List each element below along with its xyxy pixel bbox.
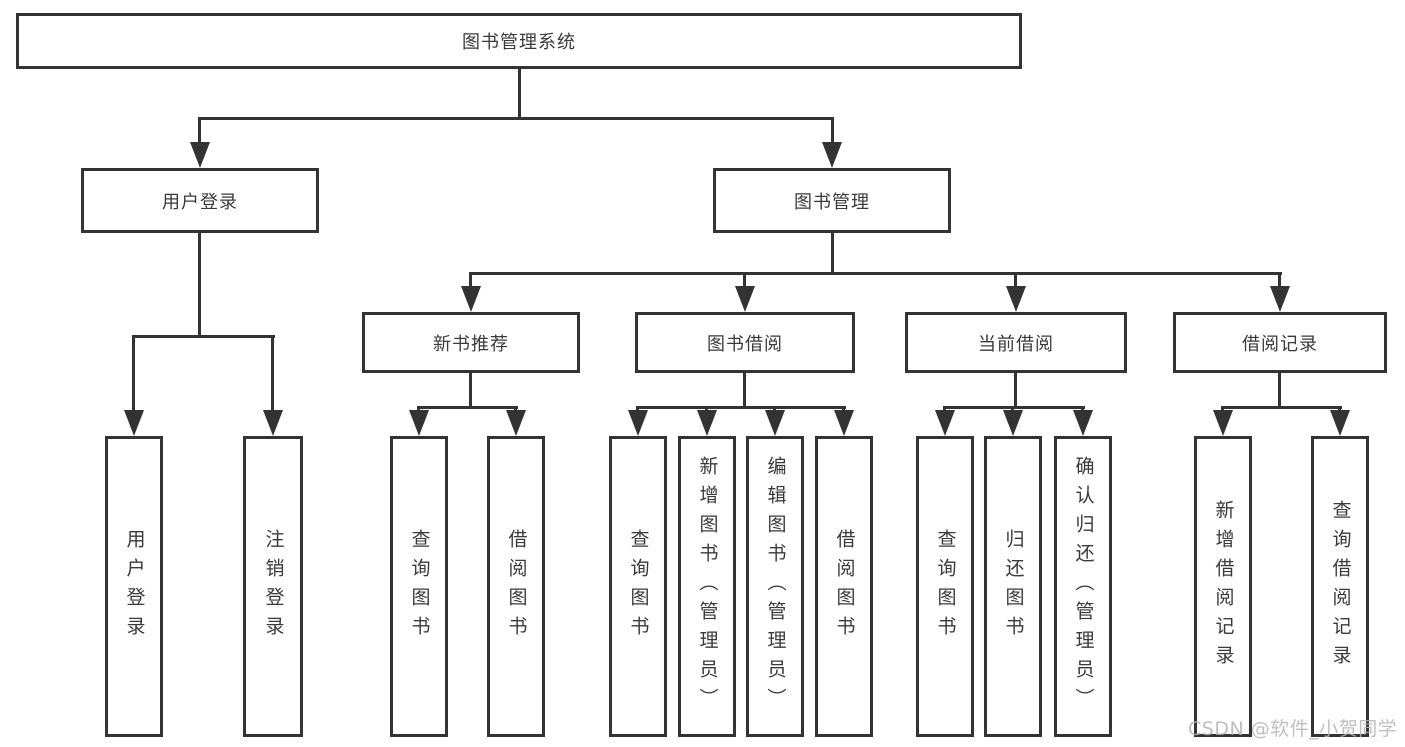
node-label: 查询借阅记录 [1329,499,1352,674]
connector-line [1278,272,1281,290]
connector-line [469,272,472,290]
leaf-current-query-book: 查询图书 [916,436,974,737]
arrowhead-down-icon [409,410,429,436]
arrowhead-down-icon [263,410,283,436]
arrowhead-down-icon [124,410,144,436]
arrowhead-down-icon [190,142,210,168]
leaf-borrowing-edit-book-admin: 编辑图书（管理员） [746,436,804,737]
connector-line [943,406,1085,409]
arrowhead-down-icon [1006,286,1026,312]
leaf-logout: 注销登录 [243,436,303,737]
arrowhead-down-icon [935,410,955,436]
arrowhead-down-icon [765,410,785,436]
connector-line [518,69,521,118]
node-library-management-system: 图书管理系统 [16,13,1022,69]
node-label: 注销登录 [262,528,285,645]
watermark: CSDN @软件_小贺同学 [1188,718,1398,740]
connector-line [1014,373,1017,408]
node-label: 编辑图书（管理员） [764,456,787,717]
connector-line [743,373,746,408]
node-label: 当前借阅 [978,333,1054,355]
arrowhead-down-icon [735,286,755,312]
arrowhead-down-icon [822,142,842,168]
node-label: 借阅图书 [505,528,528,645]
connector-line [132,335,135,415]
connector-line [1221,406,1342,409]
node-user-login: 用户登录 [81,168,319,233]
node-label: 图书管理 [794,191,870,213]
connector-line [1278,373,1281,408]
arrowhead-down-icon [1003,410,1023,436]
leaf-records-query-record: 查询借阅记录 [1311,436,1369,737]
arrowhead-down-icon [697,410,717,436]
connector-line [198,233,201,338]
node-new-book-recommend: 新书推荐 [362,312,580,373]
leaf-current-return-book: 归还图书 [984,436,1042,737]
connector-line [132,335,275,338]
node-label: 借阅记录 [1242,333,1318,355]
leaf-borrowing-borrow-book: 借阅图书 [815,436,873,737]
connector-line [636,406,846,409]
node-borrowing-records: 借阅记录 [1173,312,1387,373]
node-label: 图书管理系统 [462,32,576,53]
connector-line [469,373,472,408]
connector-line [198,117,201,147]
arrowhead-down-icon [461,286,481,312]
arrowhead-down-icon [1330,410,1350,436]
leaf-recommend-borrow-book: 借阅图书 [487,436,545,737]
node-current-borrowing: 当前借阅 [905,312,1127,373]
node-label: 归还图书 [1002,528,1025,645]
connector-line [198,117,834,120]
node-label: 新书推荐 [433,333,509,355]
node-label: 确认归还（管理员） [1072,456,1095,717]
node-label: 用户登录 [162,191,238,213]
arrowhead-down-icon [1270,286,1290,312]
connector-line [831,117,834,147]
node-label: 查询图书 [408,528,431,645]
arrowhead-down-icon [834,410,854,436]
connector-line [1014,272,1017,290]
arrowhead-down-icon [506,410,526,436]
connector-line [271,335,274,415]
leaf-recommend-query-book: 查询图书 [390,436,448,737]
node-label: 查询图书 [934,528,957,645]
node-label: 用户登录 [123,528,146,645]
arrowhead-down-icon [1213,410,1233,436]
connector-line [417,406,518,409]
leaf-borrowing-query-book: 查询图书 [609,436,667,737]
connector-line [831,233,834,274]
leaf-current-confirm-return-admin: 确认归还（管理员） [1054,436,1112,737]
arrowhead-down-icon [628,410,648,436]
node-label: 查询图书 [627,528,650,645]
leaf-user-login: 用户登录 [105,436,163,737]
arrowhead-down-icon [1073,410,1093,436]
leaf-borrowing-add-book-admin: 新增图书（管理员） [678,436,736,737]
node-book-borrowing: 图书借阅 [635,312,855,373]
node-label: 新增图书（管理员） [696,456,719,717]
connector-line [469,272,1282,275]
node-label: 图书借阅 [707,333,783,355]
leaf-records-add-record: 新增借阅记录 [1194,436,1252,737]
connector-line [743,272,746,290]
node-label: 借阅图书 [833,528,856,645]
node-label: 新增借阅记录 [1212,499,1235,674]
node-book-management: 图书管理 [713,168,951,233]
